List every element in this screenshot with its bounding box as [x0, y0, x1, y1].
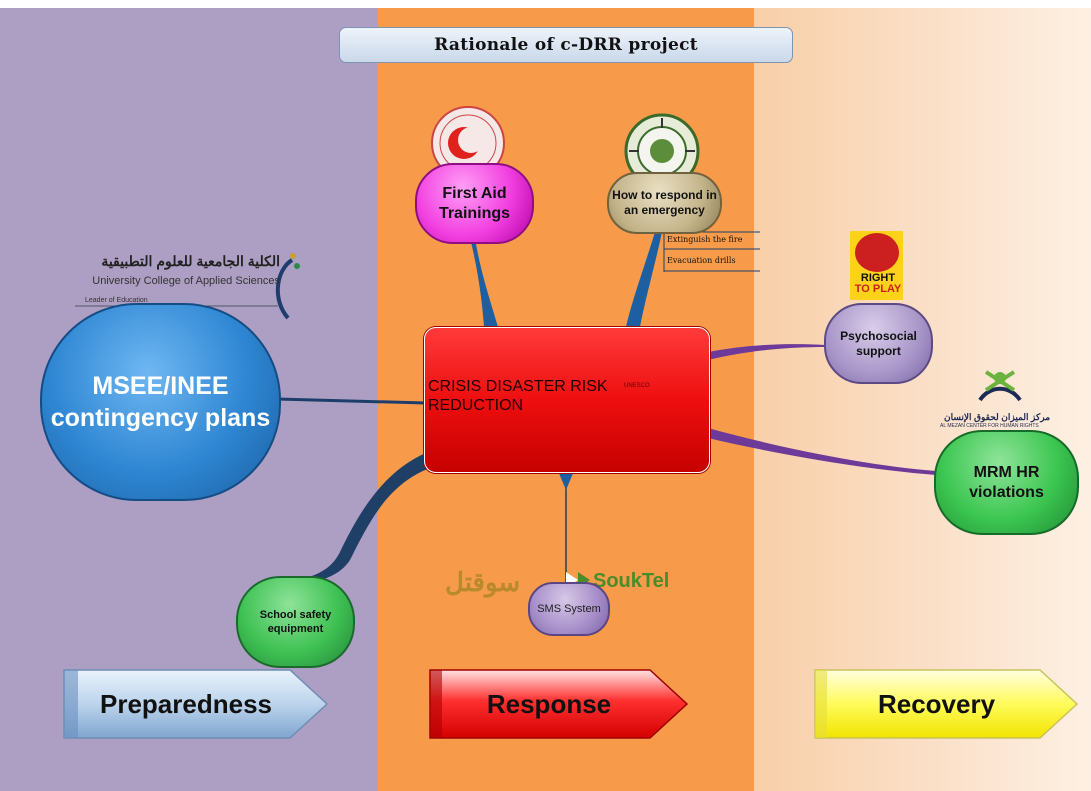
connector-psycho — [708, 344, 826, 360]
branch-note-lines — [663, 231, 760, 272]
sms-node: SMS System — [528, 582, 610, 636]
center-label-text: CRISIS DISASTER RISK REDUCTION — [428, 378, 608, 414]
souktel-english-name: SoukTel — [593, 570, 670, 592]
center-node-label: CRISIS DISASTER RISK REDUCTION — [428, 377, 628, 415]
connector-first-aid — [470, 238, 498, 327]
ucas-logo-mark — [275, 253, 300, 320]
mrm-node: MRM HR violations — [934, 430, 1079, 535]
response-label: Response — [486, 688, 612, 719]
branch-note-evacuation: Evacuation drills — [667, 256, 736, 265]
connector-sms-cap — [558, 471, 574, 490]
center-node — [424, 327, 710, 473]
connector-mrm — [708, 428, 936, 475]
first-aid-node: First Aid Trainings — [415, 163, 534, 244]
ucas-tagline: Leader of Education — [85, 297, 148, 304]
connector-msee — [276, 397, 427, 405]
school-safety-node: School safety equipment — [236, 576, 355, 668]
ucas-arabic-name: الكلية الجامعية للعلوم التطبيقية — [101, 253, 280, 269]
ucas-english-name: University College of Applied Sciences — [92, 275, 280, 287]
response-arrow-shape — [429, 669, 689, 739]
branch-note-extinguish: Extinguish the fire — [667, 235, 743, 244]
right-to-play-badge — [855, 233, 899, 272]
recovery-column — [754, 8, 1091, 791]
preparedness-arrow: Preparedness — [62, 668, 330, 740]
right-to-play-wordmark: RIGHT TO PLAY — [852, 273, 904, 295]
recovery-arrow: Recovery — [813, 668, 1080, 740]
preparedness-arrow-shape — [63, 669, 329, 739]
diagram-title: Rationale of c-DRR project — [339, 27, 793, 63]
recovery-arrow-shape — [814, 669, 1079, 739]
red-crescent-emblem — [431, 106, 505, 180]
response-arrow: Response — [428, 668, 690, 740]
civil-defense-emblem — [624, 113, 700, 189]
respond-node: How to respond in an emergency — [607, 172, 722, 234]
unesco-wordmark: UNESCO — [624, 383, 650, 389]
msee-node: MSEE/INEE contingency plans — [40, 303, 281, 501]
mezan-english-name: AL MEZAN CENTER FOR HUMAN RIGHTS — [940, 423, 1039, 429]
psychosocial-node: Psychosocial support — [824, 303, 933, 384]
rtp-line1: RIGHT — [860, 272, 896, 284]
souktel-arabic-name: سوقتل — [445, 567, 521, 597]
connector-respond — [626, 232, 662, 327]
mezan-emblem — [978, 370, 1022, 402]
recovery-label: Recovery — [877, 688, 996, 719]
mezan-arabic-name: مركز الميزان لحقوق الإنسان — [944, 412, 1051, 422]
connector-school — [300, 452, 436, 585]
preparedness-label: Preparedness — [100, 688, 272, 719]
rtp-line2: TO PLAY — [854, 283, 902, 295]
